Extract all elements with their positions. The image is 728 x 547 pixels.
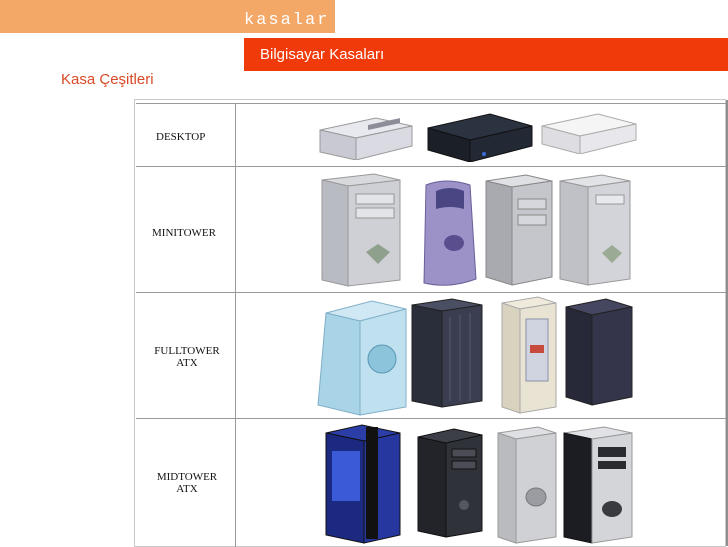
label-cell: DESKTOP xyxy=(136,104,236,167)
minitower-case-light-icon xyxy=(559,174,631,286)
desktop-case-silver-icon xyxy=(319,117,413,160)
desktop-case-white-icon xyxy=(541,113,637,154)
table-row: DESKTOP xyxy=(136,103,726,167)
section-subtitle: Kasa Çeşitleri xyxy=(61,71,154,88)
table-row: MIDTOWER ATX xyxy=(136,418,726,547)
row-label-midtower: MIDTOWER ATX xyxy=(156,471,218,495)
row-label-minitower: MINITOWER xyxy=(152,227,216,239)
midtower-case-blue-icon xyxy=(325,424,401,544)
desktop-case-black-icon xyxy=(427,113,533,162)
presentation-title: kasalar xyxy=(244,11,330,30)
label-cell: MIDTOWER ATX xyxy=(136,419,236,547)
slide-title-bar: Bilgisayar Kasaları xyxy=(244,38,728,71)
row-label-fulltower: FULLTOWER ATX xyxy=(154,345,220,369)
minitower-case-purple-icon xyxy=(423,180,477,286)
fulltower-case-dark-icon xyxy=(411,298,483,408)
midtower-case-black-icon xyxy=(417,428,483,538)
table-row: MINITOWER xyxy=(136,166,726,293)
label-cell: FULLTOWER ATX xyxy=(136,293,236,419)
midtower-case-silver-black-icon xyxy=(563,426,633,544)
row-label-desktop: DESKTOP xyxy=(156,131,206,143)
fulltower-case-transparent-icon xyxy=(317,300,407,416)
fulltower-case-beige-icon xyxy=(501,296,557,414)
header-bar xyxy=(0,0,335,33)
slide-title: Bilgisayar Kasaları xyxy=(260,46,385,63)
label-cell: MINITOWER xyxy=(136,167,236,293)
minitower-case-grey-icon xyxy=(485,174,553,286)
minitower-case-silver-icon xyxy=(321,173,401,287)
table-row: FULLTOWER ATX xyxy=(136,292,726,419)
midtower-case-silver-icon xyxy=(497,426,557,544)
case-types-table: DESKTOP MINITOWER xyxy=(136,103,726,547)
fulltower-case-navy-icon xyxy=(565,298,633,406)
